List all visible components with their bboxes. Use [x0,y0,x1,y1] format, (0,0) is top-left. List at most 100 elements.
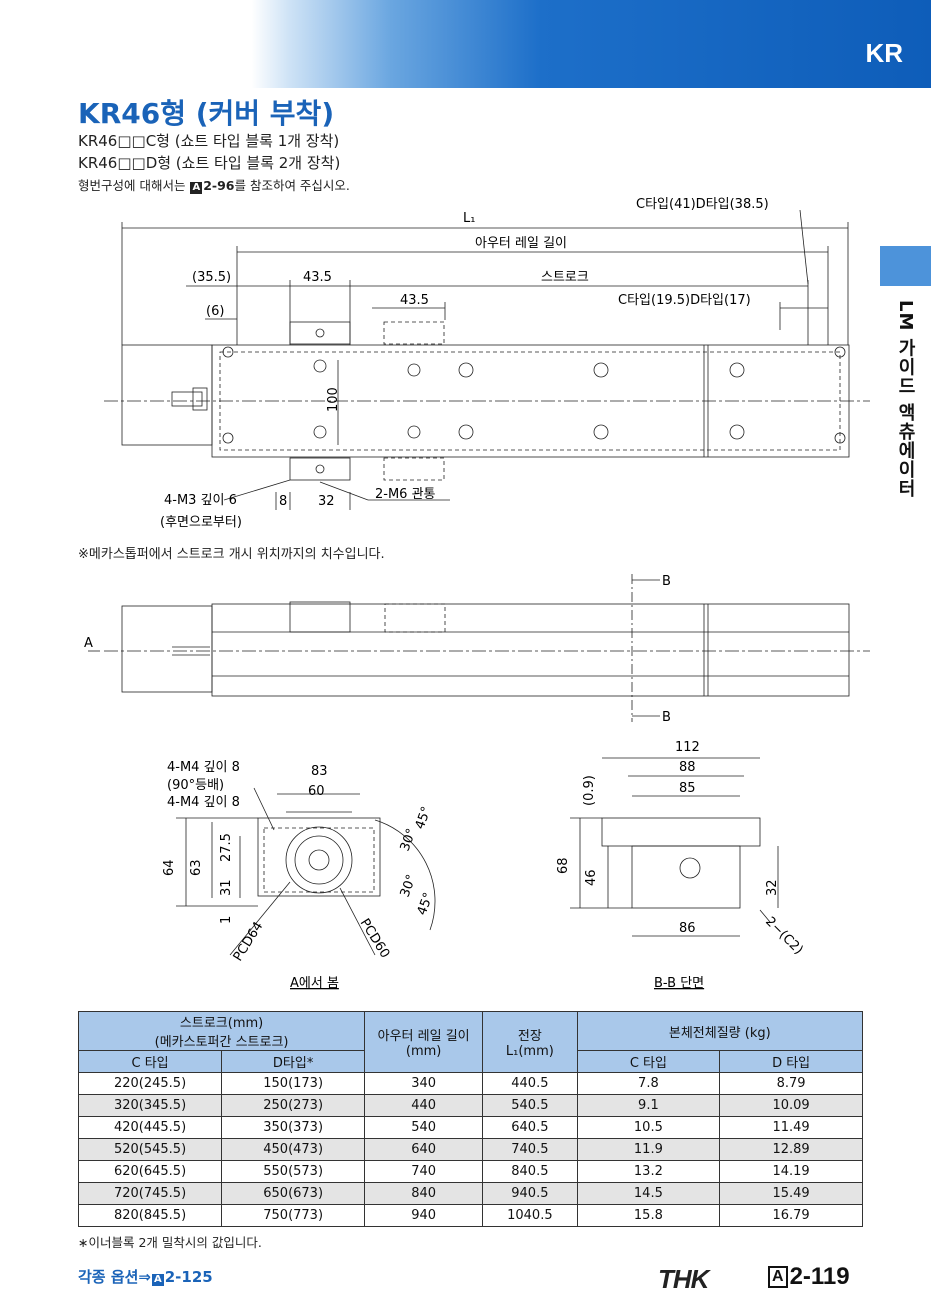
table-cell: 250(273) [221,1094,366,1117]
dim-63: 63 [189,859,204,876]
table-cell: 640.5 [482,1116,578,1139]
table-cell: 350(373) [221,1116,366,1139]
dim-0-9: (0.9) [582,775,597,806]
side-tab [880,246,931,286]
table-cell: 15.49 [719,1182,863,1205]
angle-30-b: 30° [398,873,420,900]
page-number-value: 2-119 [789,1263,850,1290]
model-note-pre: 형번구성에 대해서는 [78,178,190,193]
dim-m3: 4-M3 깊이 6 [164,493,237,508]
table-cell: 8.79 [719,1072,863,1095]
table-cell: 540.5 [482,1094,578,1117]
caption-view-a: A에서 봄 [290,976,339,991]
model-note-ref[interactable]: 2-96 [203,178,235,193]
table-cell: 220(245.5) [77,1072,223,1095]
dim-27-5: 27.5 [219,833,234,862]
dim-c2: 2−(C2) [762,914,806,958]
table-cell: 12.89 [719,1138,863,1161]
dim-31: 31 [219,879,234,896]
footnote: ∗이너블록 2개 밀착시의 값입니다. [78,1235,262,1250]
dim-60: 60 [308,784,325,799]
dim-c-type-a: C타입(41)D타입(38.5) [636,197,769,212]
table-cell: 14.5 [576,1182,721,1205]
dim-m4-a: 4-M4 깊이 8 [167,760,240,775]
table-cell: 11.9 [576,1138,721,1161]
th-stroke-c: C 타입 [77,1050,223,1073]
dim-35-5: (35.5) [192,270,231,285]
table-cell: 10.09 [719,1094,863,1117]
page-ref-letter: A [190,182,203,194]
dim-m6: 2-M6 관통 [375,487,436,502]
dim-86: 86 [679,921,696,936]
dim-100: 100 [326,387,341,412]
table-cell: 9.1 [576,1094,721,1117]
table-cell: 820(845.5) [77,1204,223,1227]
dim-112: 112 [675,740,700,755]
caption-section-bb: B-B 단면 [654,976,704,991]
table-cell: 440.5 [482,1072,578,1095]
table-cell: 11.49 [719,1116,863,1139]
table-cell: 620(645.5) [77,1160,223,1183]
th-mass-d: D 타입 [719,1050,863,1073]
dim-c-type-b: C타입(19.5)D타입(17) [618,293,751,308]
options-ref[interactable]: 2-125 [164,1268,213,1286]
th-rail-length: 아우터 레일 길이(mm) [364,1011,484,1073]
table-cell: 14.19 [719,1160,863,1183]
dim-8: 8 [279,494,287,509]
angle-30-a: 30° [398,827,420,854]
dim-1: 1 [219,916,234,924]
table-cell: 640 [364,1138,484,1161]
label-pcd64: PCD64 [231,919,267,964]
angle-45-b: 45° [415,891,437,918]
side-label: LM 가이드 액츄에이터 [895,300,916,498]
table-cell: 16.79 [719,1204,863,1227]
dim-43-5-b: 43.5 [400,293,429,308]
dim-64: 64 [162,859,177,876]
dim-32: 32 [318,494,335,509]
dim-88: 88 [679,760,696,775]
table-cell: 520(545.5) [77,1138,223,1161]
dim-m4-a-sub: (90°등배) [167,778,224,793]
th-mass: 본체전체질량 (kg) [576,1011,864,1051]
dim-l1: L₁ [463,211,475,226]
dim-85: 85 [679,781,696,796]
subtitle-d-type: KR46□□D형 (쇼트 타입 블록 2개 장착) [78,154,341,172]
brand-logo: THK [658,1264,709,1294]
table-cell: 550(573) [221,1160,366,1183]
stroke-note: ※메카스톱퍼에서 스트로크 개시 위치까지의 치수입니다. [78,547,385,562]
page-letter: A [768,1266,788,1288]
table-cell: 320(345.5) [77,1094,223,1117]
dim-6: (6) [206,304,224,319]
table-cell: 15.8 [576,1204,721,1227]
th-stroke-d: D타입* [221,1050,366,1073]
table-cell: 450(473) [221,1138,366,1161]
table-cell: 940 [364,1204,484,1227]
dim-46: 46 [584,869,599,886]
table-cell: 740.5 [482,1138,578,1161]
header-badge: KR [865,38,903,68]
dim-m3-sub: (후면으로부터) [160,515,242,530]
dim-m4-b: 4-M4 깊이 8 [167,795,240,810]
table-cell: 840 [364,1182,484,1205]
table-cell: 10.5 [576,1116,721,1139]
table-cell: 150(173) [221,1072,366,1095]
dim-stroke: 스트로크 [541,270,589,285]
options-label: 각종 옵션⇒ [78,1268,151,1286]
table-cell: 750(773) [221,1204,366,1227]
header-bar [0,0,931,88]
table-cell: 740 [364,1160,484,1183]
section-b-bottom: B [662,710,671,725]
view-a-marker: A [84,636,93,651]
